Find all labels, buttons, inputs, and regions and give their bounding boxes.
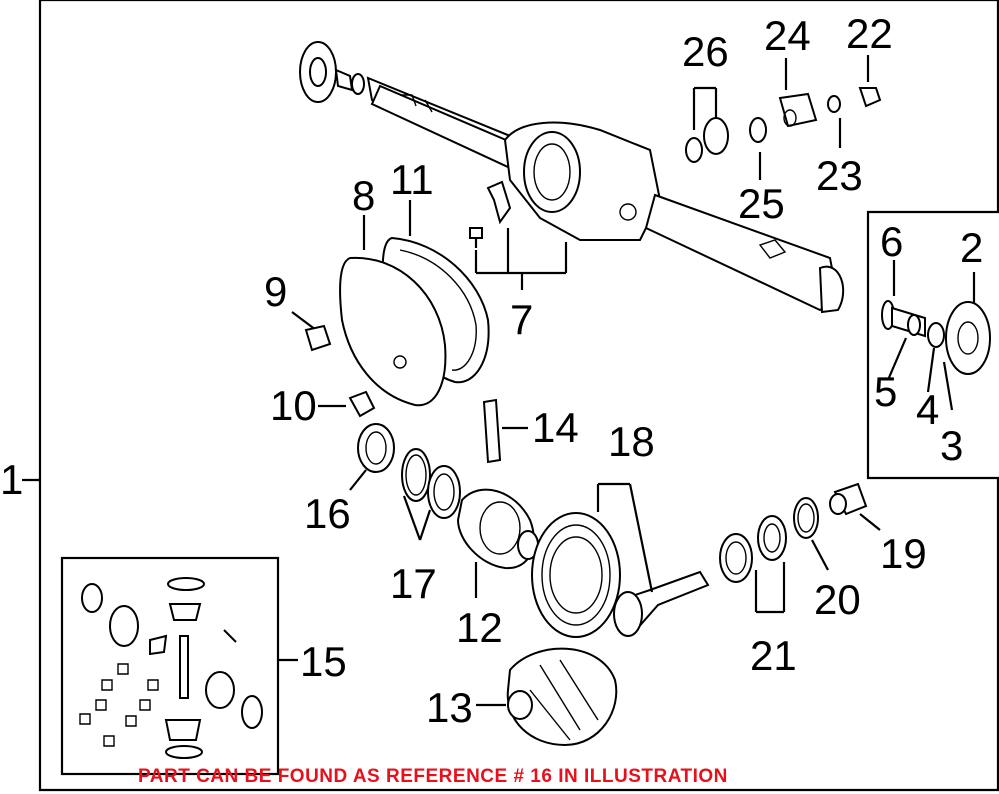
callout-18: 18 (608, 418, 655, 465)
callout-7: 7 (510, 296, 533, 343)
bolt-and-plug (291, 311, 376, 418)
side-bearings (349, 423, 461, 541)
callout-2: 2 (960, 224, 983, 271)
reference-note: PART CAN BE FOUND AS REFERENCE # 16 IN I… (138, 766, 728, 787)
part-7-hardware (469, 180, 568, 290)
callouts: 1 2 3 4 5 6 7 8 9 10 11 12 13 14 15 16 1… (0, 10, 983, 731)
callout-22: 22 (846, 10, 893, 57)
callout-4: 4 (916, 386, 939, 433)
callout-24: 24 (764, 12, 811, 59)
callout-19: 19 (880, 530, 927, 577)
callout-10: 10 (270, 382, 317, 429)
carrier (476, 647, 618, 747)
callout-15: 15 (300, 638, 347, 685)
callout-11: 11 (390, 156, 434, 203)
pinion-bearings (719, 482, 881, 614)
callout-20: 20 (814, 576, 861, 623)
callout-13: 13 (426, 684, 473, 731)
callout-17: 17 (390, 560, 437, 607)
callout-8: 8 (352, 172, 375, 219)
axle-housing (299, 41, 845, 314)
pinion-yoke-parts (685, 55, 882, 180)
callout-26: 26 (682, 28, 729, 75)
ring-and-pinion (531, 482, 710, 638)
callout-9: 9 (264, 268, 287, 315)
callout-16: 16 (304, 490, 351, 537)
callout-23: 23 (816, 152, 863, 199)
callout-5: 5 (874, 368, 897, 415)
callout-3: 3 (940, 422, 963, 469)
callout-21: 21 (750, 632, 797, 679)
callout-6: 6 (880, 218, 903, 265)
callout-12: 12 (456, 604, 503, 651)
cross-pin (482, 398, 528, 464)
repair-kit-items (79, 577, 263, 759)
frame (22, 0, 999, 792)
callout-14: 14 (532, 404, 579, 451)
callout-1: 1 (0, 456, 23, 503)
cover-and-gasket (339, 200, 490, 407)
axle-shaft-parts (881, 260, 991, 411)
differential-case (456, 488, 539, 598)
callout-25: 25 (738, 180, 785, 227)
